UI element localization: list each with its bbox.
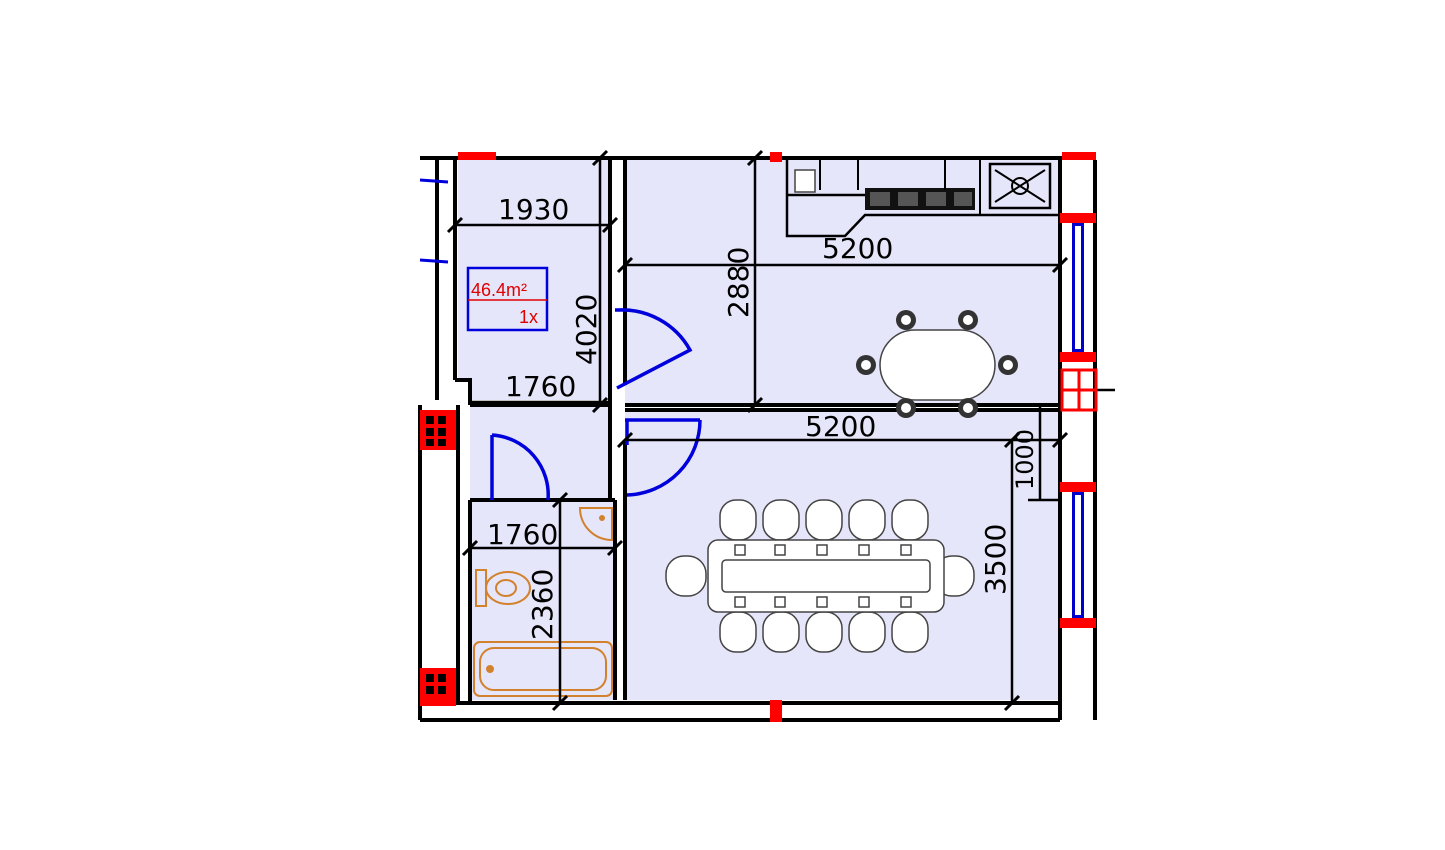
- window-living: [1060, 482, 1096, 628]
- column-top-right: [1062, 152, 1096, 160]
- windows: [419, 178, 1096, 628]
- dim-kitchen-depth: 2880: [722, 247, 755, 318]
- column-bottom-mid: [770, 700, 782, 722]
- dim-bathroom-depth: 2360: [526, 569, 559, 640]
- toilet: [475, 569, 531, 607]
- walls: [418, 156, 1115, 722]
- kitchen-counter: [785, 158, 1060, 238]
- column-top-mid: [770, 152, 782, 162]
- bathtub: [473, 641, 613, 697]
- doors: [490, 308, 702, 501]
- door-kitchen: [615, 308, 693, 390]
- column-left-lower: [420, 668, 456, 706]
- sink: [578, 507, 613, 542]
- kitchen-dining-table: [856, 310, 1018, 418]
- rooms-label: 1x: [519, 307, 538, 327]
- column-left-upper: [420, 410, 456, 450]
- hall-floor: [458, 158, 610, 400]
- chairs-top-row: [719, 499, 929, 541]
- dim-living-depth: 3500: [979, 524, 1012, 595]
- area-label-box: 46.4m² 1x: [466, 266, 549, 332]
- area-label: 46.4m²: [471, 280, 527, 300]
- conference-table: [665, 499, 975, 653]
- dimension-lines: [446, 149, 1069, 712]
- columns: [420, 152, 1098, 722]
- dim-hall-width-top: 1930: [498, 193, 569, 226]
- window-kitchen: [1060, 213, 1096, 362]
- corridor-floor: [470, 405, 610, 498]
- door-bathroom: [490, 433, 550, 501]
- dim-kitchen-width: 5200: [822, 232, 893, 265]
- dim-living-width: 5200: [805, 410, 876, 443]
- stove: [988, 162, 1052, 210]
- dim-balcony-offset: 1000: [1011, 429, 1039, 490]
- bathroom-fixtures: [473, 507, 613, 697]
- dim-bathroom-width: 1760: [487, 518, 558, 551]
- column-top-left: [458, 152, 496, 160]
- dim-hall-width-mid: 1760: [505, 370, 576, 403]
- dim-hall-height: 4020: [570, 294, 603, 365]
- chairs-bottom-row: [719, 611, 929, 653]
- dimension-labels: 1930 4020 1760 5200 2880 5200 1760 2360 …: [487, 193, 1039, 640]
